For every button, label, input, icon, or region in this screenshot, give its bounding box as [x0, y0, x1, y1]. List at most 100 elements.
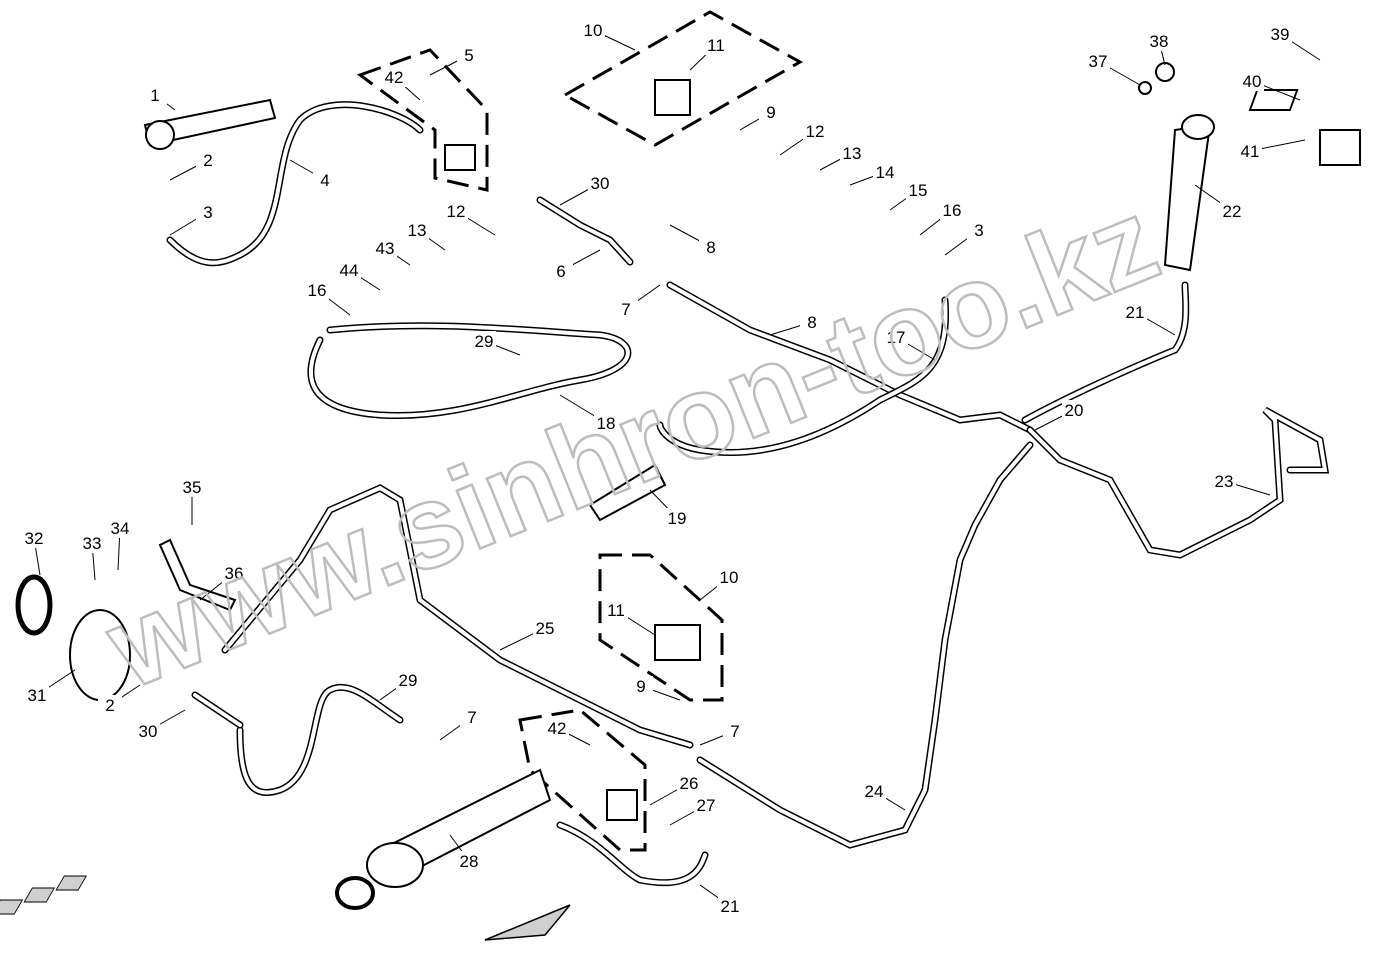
callout-label-40: 40	[1243, 72, 1262, 91]
callout-label-30: 30	[591, 174, 610, 193]
callout-bg	[581, 20, 605, 40]
callout-bg	[180, 477, 204, 497]
hose-fill	[168, 102, 422, 265]
callout-label-44: 44	[340, 261, 359, 280]
callout-label-32: 32	[25, 529, 44, 548]
boot-28	[366, 842, 424, 888]
valve-group-42-box	[518, 708, 647, 852]
callout-label-12: 12	[806, 122, 825, 141]
callout-label-17: 17	[887, 328, 906, 347]
solenoid-valve-11-bottom	[654, 624, 701, 661]
callout-bg	[222, 563, 246, 583]
callout-label-41: 41	[1241, 142, 1260, 161]
callout-label-26: 26	[680, 774, 699, 793]
cylinder-22	[1163, 123, 1212, 272]
callout-label-7: 7	[467, 708, 476, 727]
callout-label-3: 3	[203, 203, 212, 222]
callout-label-8: 8	[706, 238, 715, 257]
hose-fill	[1028, 408, 1328, 558]
callout-bg	[457, 851, 481, 871]
hose-fill	[538, 198, 632, 264]
callout-label-21: 21	[721, 897, 740, 916]
callout-label-10: 10	[720, 568, 739, 587]
callout-bg	[803, 121, 827, 141]
callout-bg	[614, 299, 638, 319]
direction-arrow-step	[55, 875, 88, 891]
callout-bg	[25, 685, 49, 705]
callout-label-8: 8	[807, 313, 816, 332]
hose-fill	[193, 693, 242, 727]
callout-label-11: 11	[607, 601, 625, 620]
callout-label-31: 31	[28, 686, 47, 705]
callout-bg	[545, 718, 569, 738]
callout-label-2: 2	[203, 151, 212, 170]
callout-bg	[305, 280, 329, 300]
callout-label-37: 37	[1089, 52, 1108, 71]
callout-bg	[694, 795, 718, 815]
callout-label-12: 12	[447, 202, 466, 221]
hose-fill	[238, 685, 402, 795]
hose-fill	[668, 283, 1032, 432]
clamp-41	[1319, 129, 1361, 166]
valve-block-5	[444, 144, 476, 171]
callout-bg	[549, 261, 573, 281]
callout-label-25: 25	[536, 619, 555, 638]
hose-fill	[658, 298, 948, 455]
callout-bg	[460, 707, 484, 727]
cylinder-19	[588, 463, 667, 522]
callout-label-35: 35	[183, 478, 202, 497]
callout-label-15: 15	[909, 181, 928, 200]
callout-bg	[1240, 71, 1264, 91]
callout-label-16: 16	[308, 281, 327, 300]
callout-label-38: 38	[1150, 32, 1169, 51]
callout-label-27: 27	[697, 796, 716, 815]
callout-label-18: 18	[597, 414, 616, 433]
callout-label-10: 10	[584, 21, 603, 40]
callout-label-33: 33	[83, 534, 102, 553]
cylinder-22-top	[1181, 114, 1215, 140]
callout-label-5: 5	[464, 46, 473, 65]
callout-label-7: 7	[730, 722, 739, 741]
callout-bg	[196, 202, 220, 222]
callout-bg	[718, 896, 742, 916]
callout-bg	[884, 327, 908, 347]
plate-40	[1248, 89, 1299, 111]
callout-bg	[444, 201, 468, 221]
callout-label-29: 29	[399, 671, 418, 690]
callout-label-6: 6	[556, 262, 565, 281]
cylinder-28-eye	[335, 876, 375, 910]
direction-arrow-step	[0, 899, 24, 915]
valve-group-10-bottom-box	[598, 553, 724, 702]
callout-bg	[80, 533, 104, 553]
hose-fill	[698, 443, 1032, 848]
callout-bg	[800, 312, 824, 332]
callout-bg	[373, 238, 397, 258]
callout-bg	[1086, 51, 1110, 71]
callout-label-36: 36	[225, 564, 244, 583]
callout-bg	[22, 528, 46, 548]
callout-bg	[98, 695, 122, 715]
callout-bg	[759, 102, 783, 122]
callout-label-19: 19	[668, 509, 687, 528]
hose-fill	[558, 823, 707, 885]
hose-fill	[308, 323, 630, 418]
callout-label-20: 20	[1065, 401, 1084, 420]
callout-bg	[313, 170, 337, 190]
callout-label-29: 29	[475, 332, 494, 351]
callout-bg	[677, 773, 701, 793]
callout-bg	[108, 518, 132, 538]
callout-bg	[940, 200, 964, 220]
clamp-32	[15, 574, 53, 636]
hose-fill	[223, 485, 692, 747]
callout-label-14: 14	[876, 163, 895, 182]
callout-label-34: 34	[111, 519, 130, 538]
callout-label-39: 39	[1271, 25, 1290, 44]
callout-label-9: 9	[636, 677, 645, 696]
callout-label-13: 13	[843, 144, 862, 163]
callout-bg	[967, 220, 991, 240]
callout-bg	[1147, 31, 1171, 51]
direction-arrow	[484, 904, 571, 941]
callout-bg	[717, 567, 741, 587]
